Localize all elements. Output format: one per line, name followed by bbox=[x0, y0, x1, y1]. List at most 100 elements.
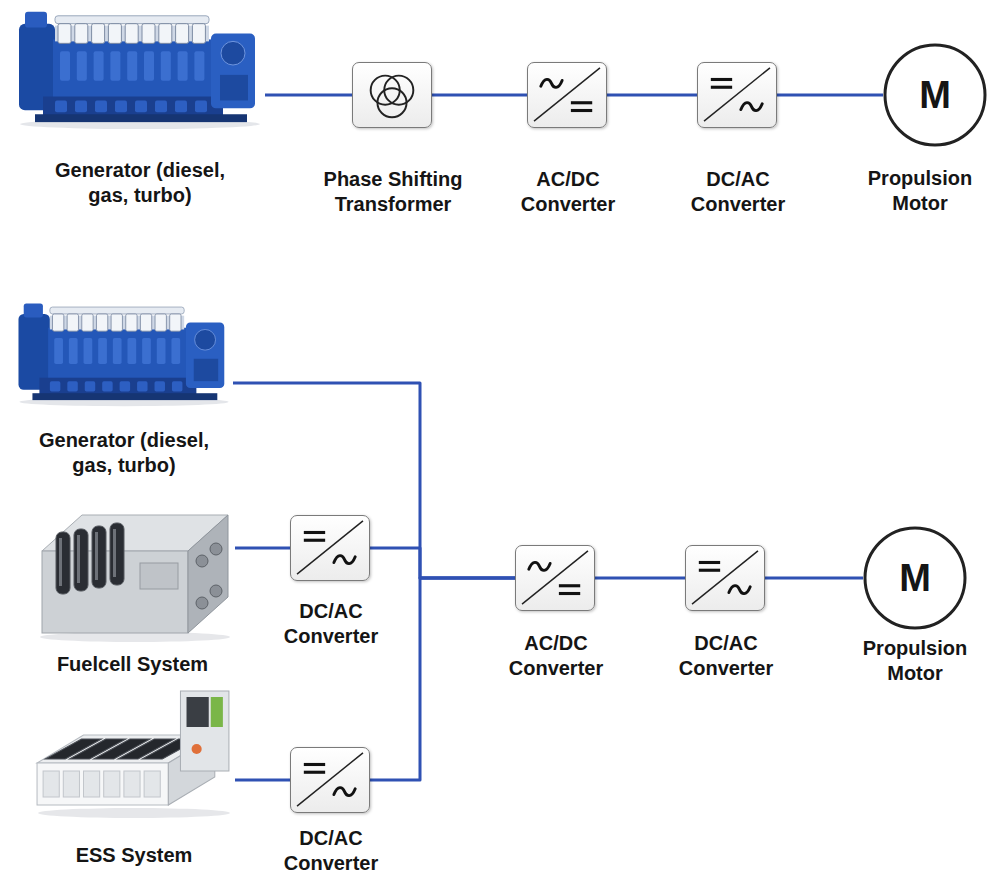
power-line bbox=[432, 94, 527, 97]
transformer-box: Phase Shifting Transformer bbox=[352, 62, 432, 128]
inspection-door bbox=[75, 100, 87, 112]
engine-pipe bbox=[55, 16, 209, 24]
inspection-door bbox=[172, 381, 182, 391]
fuelcell-highlight bbox=[113, 529, 116, 577]
engine-part bbox=[194, 359, 218, 381]
engine-rib bbox=[84, 338, 93, 364]
dc-symbol bbox=[571, 109, 592, 112]
component-label: DC/AC Converter bbox=[266, 599, 396, 649]
ac-symbol bbox=[529, 562, 550, 570]
ess-slot bbox=[124, 771, 140, 797]
component-label: DC/AC Converter bbox=[673, 167, 803, 217]
node-outline bbox=[291, 748, 369, 812]
converter-diagonal bbox=[692, 551, 758, 604]
component-label: Generator (diesel, gas, turbo) bbox=[35, 158, 245, 208]
component-label: AC/DC Converter bbox=[503, 167, 633, 217]
power-line bbox=[233, 383, 515, 578]
ess-unit: ESS System bbox=[33, 685, 235, 820]
turbocharger-inlet bbox=[195, 329, 216, 350]
power-line bbox=[235, 779, 290, 782]
engine-rib bbox=[69, 338, 78, 364]
power-line bbox=[370, 578, 515, 780]
inspection-door bbox=[155, 381, 165, 391]
fuelcell-port bbox=[196, 555, 208, 567]
motor-circle: MPropulsion Motor bbox=[863, 526, 967, 630]
power-line bbox=[370, 548, 515, 578]
cylinder-head bbox=[140, 314, 151, 331]
turbocharger bbox=[186, 323, 224, 388]
cylinder-head bbox=[126, 314, 137, 331]
ac-symbol bbox=[541, 79, 562, 87]
engine-rib bbox=[98, 338, 107, 364]
fuelcell-unit: Fuelcell System bbox=[30, 503, 235, 643]
power-line bbox=[765, 577, 863, 580]
ess-illustration bbox=[37, 691, 230, 818]
engine-part bbox=[220, 75, 248, 101]
dc-symbol bbox=[699, 569, 720, 572]
ess-switch bbox=[192, 744, 202, 754]
fuelcell-highlight bbox=[95, 532, 98, 580]
converter-diagonal bbox=[522, 551, 588, 604]
dc-symbol bbox=[711, 86, 732, 89]
node-outline bbox=[291, 516, 369, 580]
cylinder-head bbox=[58, 24, 71, 44]
engine-rib bbox=[54, 338, 63, 364]
node-outline bbox=[686, 546, 764, 610]
converter-diagonal bbox=[704, 68, 770, 121]
cylinder-head bbox=[108, 24, 121, 44]
engine-block bbox=[53, 39, 213, 98]
fuelcell-stack bbox=[110, 523, 124, 585]
engine-crankcase bbox=[43, 97, 223, 117]
turbocharger bbox=[211, 34, 255, 109]
converter-box: DC/AC Converter bbox=[697, 62, 777, 128]
engine-block bbox=[48, 328, 188, 380]
engine-rib bbox=[171, 338, 180, 364]
engine-rib bbox=[60, 51, 70, 81]
fuelcell-highlight bbox=[77, 535, 80, 583]
engine-rib bbox=[161, 51, 171, 81]
dc-symbol bbox=[304, 763, 325, 766]
engine-rib bbox=[77, 51, 87, 81]
node-outline bbox=[516, 546, 594, 610]
engine-illustration bbox=[19, 12, 260, 129]
inspection-door bbox=[85, 381, 95, 391]
component-label: Phase Shifting Transformer bbox=[306, 167, 481, 217]
engine-base bbox=[35, 114, 247, 122]
cylinder-head bbox=[67, 314, 78, 331]
inspection-door bbox=[195, 100, 207, 112]
cylinder-head bbox=[155, 314, 166, 331]
converter-box: AC/DC Converter bbox=[527, 62, 607, 128]
ess-slot bbox=[43, 771, 59, 797]
converter-box: DC/AC Converter bbox=[685, 545, 765, 611]
inspection-door bbox=[137, 381, 147, 391]
engine-pipe bbox=[50, 307, 184, 314]
inspection-door bbox=[135, 100, 147, 112]
engine-rib bbox=[142, 338, 151, 364]
fuelcell-port bbox=[196, 597, 208, 609]
engine-part bbox=[24, 304, 43, 318]
ess-slot bbox=[84, 771, 100, 797]
cylinder-head bbox=[142, 24, 155, 44]
dc-symbol bbox=[559, 584, 580, 587]
cylinder-head bbox=[92, 24, 105, 44]
ac-symbol bbox=[741, 103, 762, 111]
fuelcell-highlight bbox=[59, 538, 62, 586]
inspection-door bbox=[120, 381, 130, 391]
turbocharger-inlet bbox=[221, 41, 245, 65]
cylinder-head bbox=[192, 24, 205, 44]
fuelcell-stack bbox=[74, 529, 88, 591]
ac-symbol bbox=[334, 788, 355, 796]
generator-unit: Generator (diesel, gas, turbo) bbox=[15, 295, 233, 407]
ess-slot bbox=[144, 771, 160, 797]
engine-rib bbox=[94, 51, 104, 81]
ess-shadow bbox=[38, 808, 230, 818]
node-outline bbox=[528, 63, 606, 127]
generator-unit: Generator (diesel, gas, turbo) bbox=[15, 2, 265, 130]
engine-rib bbox=[113, 338, 122, 364]
converter-box: DC/AC Converter bbox=[290, 515, 370, 581]
cylinder-head bbox=[82, 314, 93, 331]
power-line bbox=[265, 94, 352, 97]
cylinder-head bbox=[75, 24, 88, 44]
dc-symbol bbox=[304, 531, 325, 534]
